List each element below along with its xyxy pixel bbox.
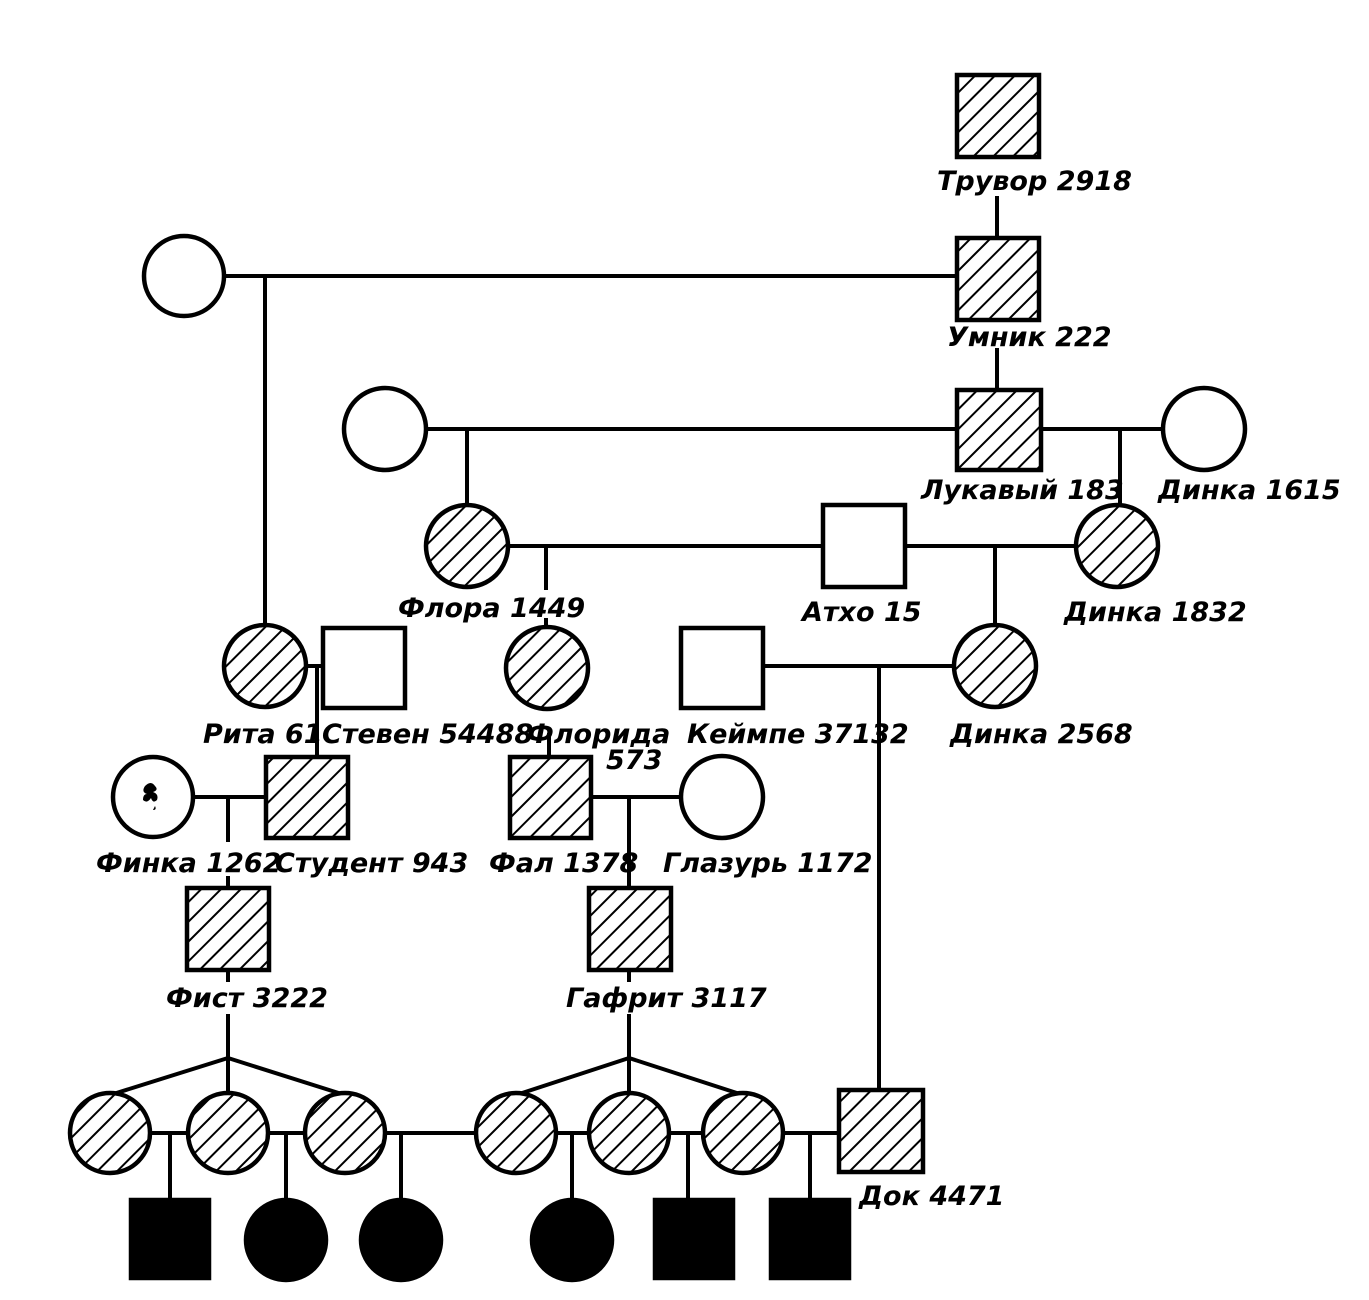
- male-fal-symbol: [507, 754, 594, 841]
- label-glazur: Глазурь 1172: [663, 848, 872, 879]
- female-dinka2568-symbol: [951, 622, 1039, 710]
- female-flora-symbol: [423, 502, 511, 590]
- male-offspring-5-symbol: [652, 1197, 736, 1281]
- finka-mark-icon: [143, 783, 158, 810]
- female-glazur-symbol: [678, 753, 766, 841]
- male-offspring-1-symbol: [128, 1197, 212, 1281]
- female-unnamed-1-symbol: [141, 233, 227, 319]
- sib-line-fist-3: [225, 1055, 348, 1098]
- male-student-symbol: [263, 754, 351, 841]
- female-dinka1615-symbol: [1160, 385, 1248, 473]
- label-steven: Стевен 54488: [322, 719, 533, 750]
- label-fist: Фист 3222: [166, 983, 328, 1014]
- female-florida-symbol: [503, 624, 591, 712]
- label-florida-number: 573: [606, 745, 662, 776]
- female-gafrit-daughter-1-symbol: [473, 1090, 559, 1176]
- female-unnamed-2-symbol: [341, 385, 429, 473]
- label-dok: Док 4471: [858, 1181, 1004, 1212]
- male-umnik-symbol: [954, 235, 1042, 323]
- individuals: [67, 72, 1248, 1283]
- label-lukavyi: Лукавый 183: [920, 475, 1124, 506]
- label-gafrit: Гафрит 3117: [566, 983, 767, 1014]
- labels: Трувор 2918 Умник 222 Лукавый 183 Динка …: [96, 166, 1341, 1212]
- male-fist-symbol: [184, 885, 272, 973]
- male-atho-symbol: [820, 502, 908, 590]
- connecting-lines: [107, 196, 1165, 1202]
- label-keimpe: Кеймпе 37132: [687, 719, 909, 750]
- female-fist-daughter-1-symbol: [67, 1090, 153, 1176]
- male-steven-symbol: [320, 625, 408, 711]
- label-dinka1615: Динка 1615: [1157, 475, 1341, 506]
- label-rita: Рита 61: [203, 719, 323, 750]
- label-fal: Фал 1378: [489, 848, 638, 879]
- female-fist-daughter-3-symbol: [302, 1090, 388, 1176]
- female-dinka1832-symbol: [1073, 502, 1161, 590]
- male-keimpe-symbol: [678, 625, 766, 711]
- female-offspring-4-symbol: [529, 1197, 615, 1283]
- female-rita-symbol: [221, 622, 309, 710]
- female-offspring-3-symbol: [358, 1197, 444, 1283]
- sib-line-gafrit-3: [626, 1055, 746, 1098]
- label-umnik: Умник 222: [947, 322, 1112, 353]
- male-gafrit-symbol: [586, 885, 674, 973]
- label-flora: Флора 1449: [398, 593, 585, 624]
- label-truvor: Трувор 2918: [937, 166, 1132, 197]
- sib-line-fist-1: [107, 1055, 231, 1098]
- female-gafrit-daughter-2-symbol: [586, 1090, 672, 1176]
- male-lukavyi-symbol: [954, 387, 1044, 473]
- female-gafrit-daughter-3-symbol: [700, 1090, 786, 1176]
- label-student: Студент 943: [275, 848, 468, 879]
- female-offspring-2-symbol: [243, 1197, 329, 1283]
- label-finka: Финка 1262: [96, 848, 281, 879]
- male-offspring-6-symbol: [768, 1197, 852, 1281]
- label-atho: Атхо 15: [800, 597, 921, 628]
- male-dok-symbol: [836, 1087, 926, 1175]
- label-dinka1832: Динка 1832: [1063, 597, 1247, 628]
- label-florida-name: Флорида: [527, 719, 670, 750]
- female-fist-daughter-2-symbol: [185, 1090, 271, 1176]
- sib-line-gafrit-1: [513, 1055, 632, 1098]
- label-dinka2568: Динка 2568: [949, 719, 1133, 750]
- male-truvor-symbol: [954, 72, 1042, 160]
